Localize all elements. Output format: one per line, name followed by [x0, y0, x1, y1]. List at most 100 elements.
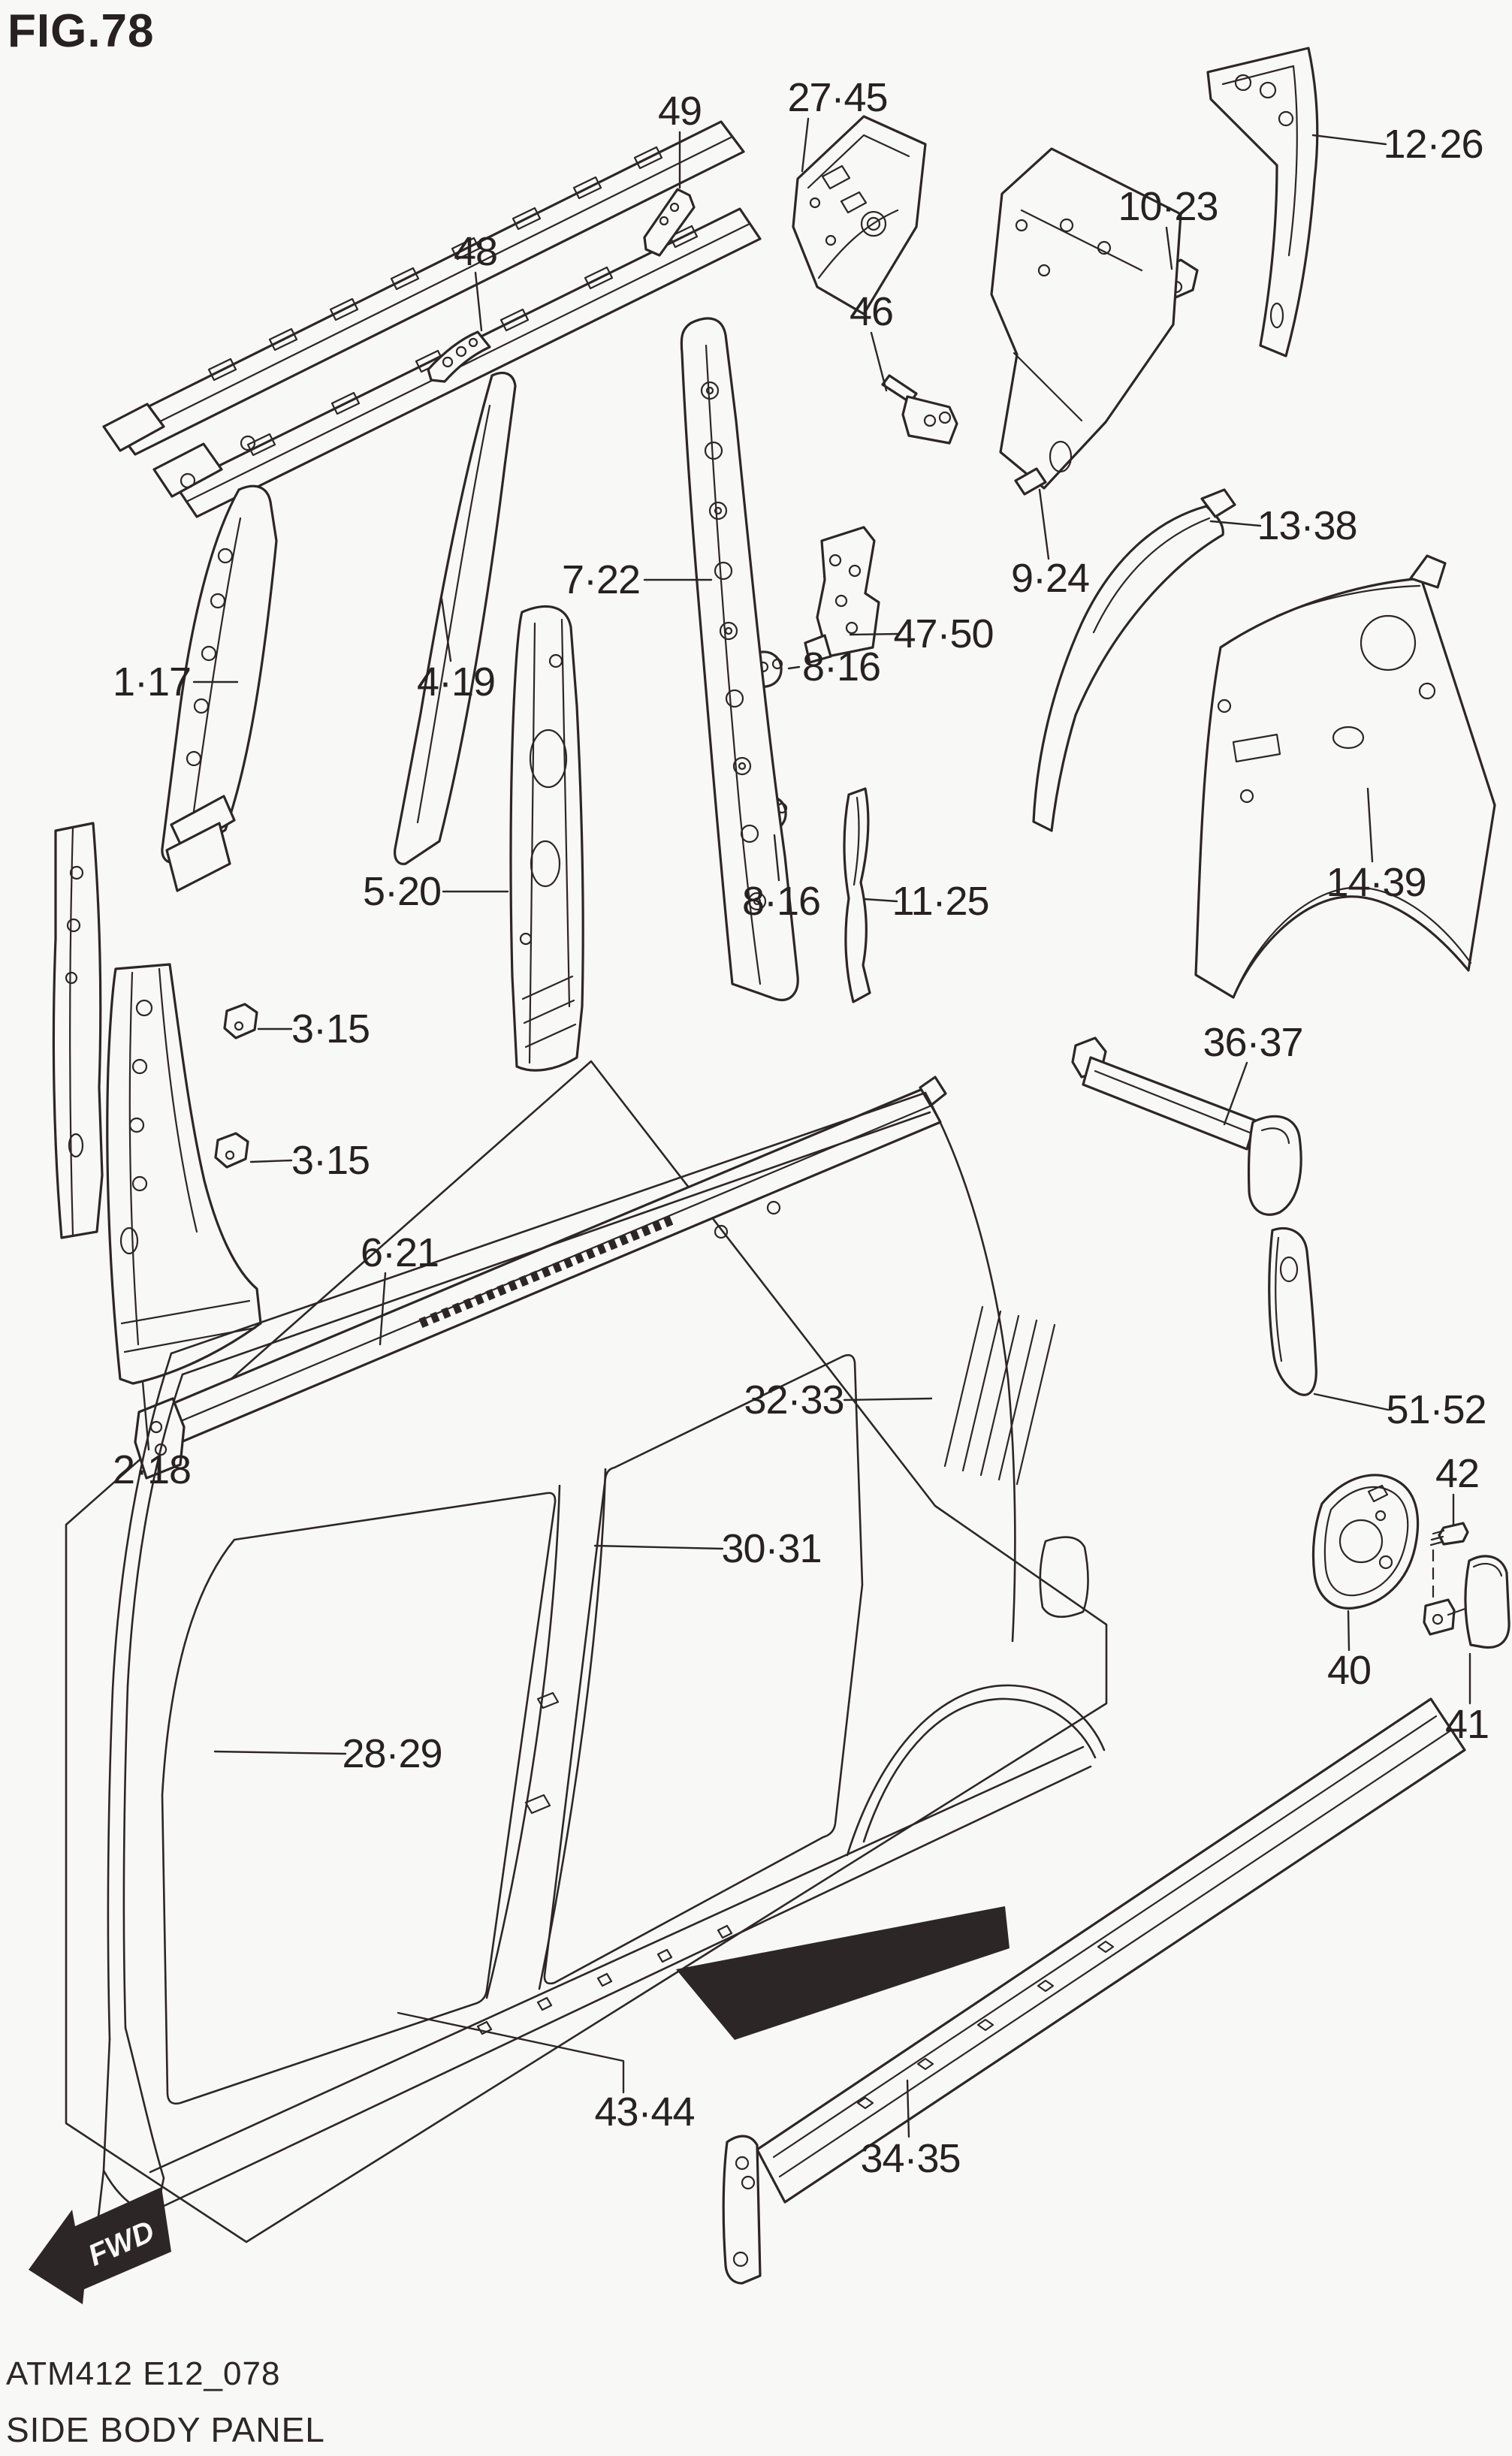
part-11-25-strip [843, 787, 871, 1003]
footer: ATM412 E12_078 SIDE BODY PANEL [6, 2355, 325, 2450]
part-9-24-hole-1 [1059, 218, 1074, 233]
part-7-22-grommet-3 [708, 501, 728, 520]
part-27-45-fold [817, 209, 899, 279]
callout-3-15b: 3·15 [291, 1138, 370, 1183]
part-7-22-grommet-9i [753, 897, 762, 906]
part-1-17-hole-5 [186, 750, 202, 767]
part-1-17-foot-2 [165, 822, 231, 892]
callout-28-29: 28·29 [342, 1731, 442, 1776]
part-9-24-fold-2 [1013, 352, 1083, 422]
callout-5-20: 5·20 [363, 869, 441, 914]
callout-36-37: 36·37 [1203, 1020, 1302, 1065]
part-47-50-hole-3 [834, 594, 848, 608]
callout-46: 46 [850, 289, 893, 334]
part-27-45-slot-2 [840, 191, 868, 214]
part-46-bracket [881, 374, 958, 445]
part-12-26-slot [1269, 302, 1284, 329]
part-47-50-hole-4 [845, 621, 859, 635]
callout-41: 41 [1445, 1702, 1489, 1747]
part-5-20-hole-1 [548, 653, 563, 668]
leader-47-50 [849, 632, 900, 636]
part-13-38-outline [1032, 505, 1224, 832]
part-7-22-grommet-1 [700, 381, 720, 400]
rail-grommet-2 [240, 435, 256, 451]
part-9-24-panel [990, 147, 1182, 496]
part-2-18-foot-line-1 [120, 1299, 251, 1325]
leader-48 [474, 271, 483, 332]
part-2-18-narrow-slot [68, 1133, 84, 1158]
part-13-38-innerline [1092, 517, 1211, 634]
callout-32-33: 32·33 [744, 1377, 844, 1423]
roof-rail-assembly [102, 120, 762, 518]
part-7-22-grommet-6 [725, 689, 744, 708]
leader-13-38 [1209, 520, 1262, 527]
panel-wheel-arch-inner [862, 1697, 1097, 1843]
part-42-bolt [1429, 1522, 1469, 1610]
part-6-21-front-bracket [134, 1397, 186, 1480]
panel-rocker-bottom [158, 1765, 1092, 2210]
part-3-15a-outline [223, 1003, 258, 1039]
part-48-outline [427, 330, 491, 383]
side-body-outer-panel [96, 1091, 1106, 2236]
leader-30-31 [593, 1544, 724, 1550]
part-34-35-innerline-1 [772, 1715, 1438, 2159]
callout-30-31: 30·31 [721, 1526, 821, 1571]
roof-rail-inner-innerline [185, 222, 751, 503]
part-1-17-outline [161, 484, 278, 864]
part-9-24-hole-2 [1097, 240, 1112, 255]
part-5-20-innerline-1 [528, 622, 536, 1064]
part-8-16a-hole-2 [771, 658, 783, 670]
part-42-threads [1429, 1529, 1445, 1546]
part-1-17-pillar [161, 484, 278, 892]
part-3-15-clip-upper [223, 1003, 258, 1039]
part-51-52-extension [1268, 1226, 1317, 1396]
panel-rocker-top [149, 1745, 1085, 2174]
part-27-45-edge [807, 134, 910, 189]
part-1-17-hole-4 [193, 698, 210, 714]
part-5-20-innerline-2 [560, 618, 571, 1008]
part-7-22-grommet-8 [740, 824, 759, 843]
leader-2-18 [141, 1380, 150, 1451]
panel-roof-edge-1 [170, 1091, 927, 1355]
leader-8-16b [773, 834, 780, 882]
part-2-18-narrow-hole-1 [69, 865, 84, 880]
panel-bpillar-hole-1 [524, 1794, 551, 1815]
part-14-39-big-hole [1360, 614, 1417, 671]
part-9-24-outline [990, 147, 1182, 490]
part-14-39-slot [1332, 726, 1365, 750]
part-7-22-innerline [705, 344, 762, 985]
part-49-outline [643, 188, 696, 257]
part-14-39-hole-2 [1239, 789, 1254, 804]
callout-27-45: 27·45 [787, 75, 887, 120]
part-14-39-rect-slot [1232, 733, 1281, 763]
callout-49: 49 [658, 89, 702, 134]
part-48-hole-2 [455, 345, 467, 358]
part-47-50-hole-1 [828, 554, 842, 567]
part-48-hole-3 [468, 337, 478, 348]
leader-43-44 [397, 2011, 625, 2094]
part-9-24-slot [1049, 440, 1073, 473]
part-12-26-rail [1206, 47, 1319, 358]
part-41-hinge [1423, 1598, 1456, 1636]
part-1-17-hole-2 [210, 593, 226, 609]
part-5-20-hole-2 [519, 932, 533, 946]
callout-47-50: 47·50 [893, 611, 993, 656]
part-2-18-pillar [52, 822, 262, 1385]
part-46-hole-2 [938, 411, 952, 424]
part-41-lid-inner [1472, 1562, 1503, 1577]
part-4-19-pillar [394, 371, 517, 865]
leader-28-29 [213, 1750, 347, 1755]
part-2-18-narrow-outline [52, 822, 104, 1239]
frame-outline [65, 1060, 1108, 2243]
part-6-21-end-tab [919, 1076, 947, 1107]
part-11-25-innerline [853, 796, 860, 886]
rail-end-bracket-2 [152, 442, 223, 498]
part-34-35-bracket-hole-1 [735, 2156, 750, 2171]
part-12-26-grommet-3 [1278, 110, 1294, 127]
callout-4-19: 4·19 [417, 659, 495, 705]
part-2-18-narrow-hole-3 [65, 971, 78, 985]
roof-rail-outer-ticks [207, 146, 663, 382]
part-2-18-narrow-hole-2 [66, 918, 81, 933]
part-49-hole-1 [659, 216, 669, 226]
